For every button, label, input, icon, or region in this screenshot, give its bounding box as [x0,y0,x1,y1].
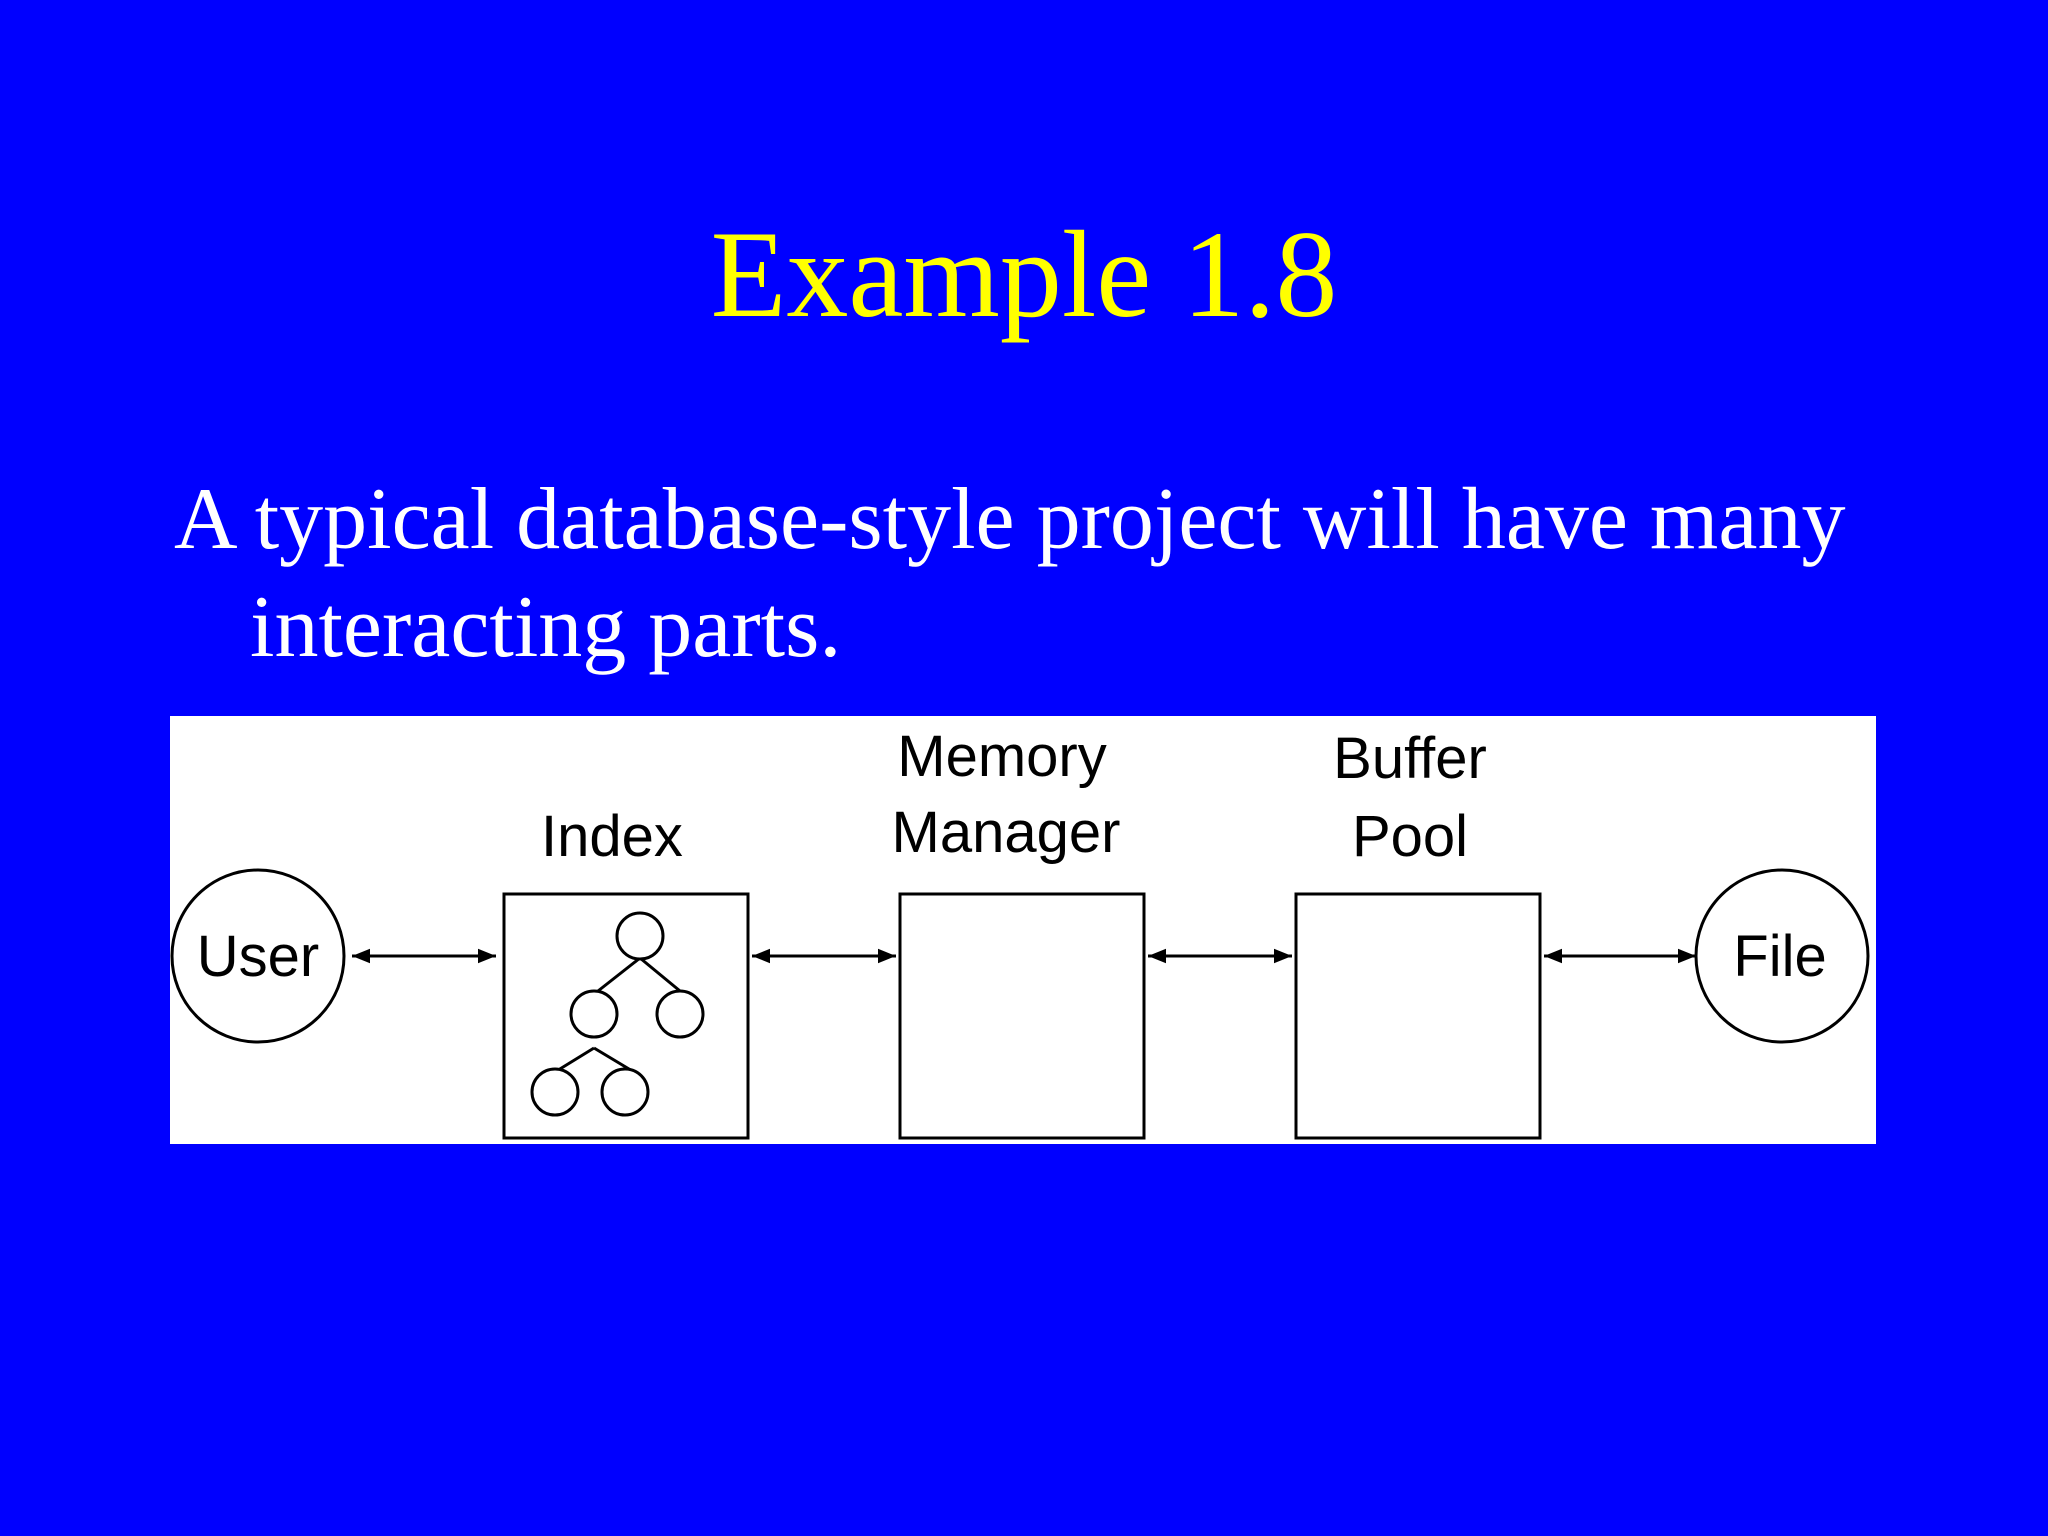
tree-icon [530,911,705,1117]
user-node: User [170,868,346,1044]
memory-manager-node: Memory Manager [892,724,1146,1140]
user-label: User [197,924,319,989]
memory-manager-label-line1: Memory [897,724,1106,789]
buffer-pool-label-line1: Buffer [1333,726,1487,791]
memory-manager-label-line2: Manager [892,800,1121,865]
buffer-pool-node: Buffer Pool [1294,726,1542,1140]
architecture-diagram: User Index [170,716,1876,1144]
slide-body-text: A typical database-style project will ha… [174,471,1846,676]
file-node: File [1694,868,1870,1044]
file-label: File [1733,924,1826,989]
index-label: Index [541,804,683,869]
index-node: Index [502,804,750,1140]
slide-title: Example 1.8 [710,206,1338,343]
buffer-pool-label-line2: Pool [1352,804,1468,869]
